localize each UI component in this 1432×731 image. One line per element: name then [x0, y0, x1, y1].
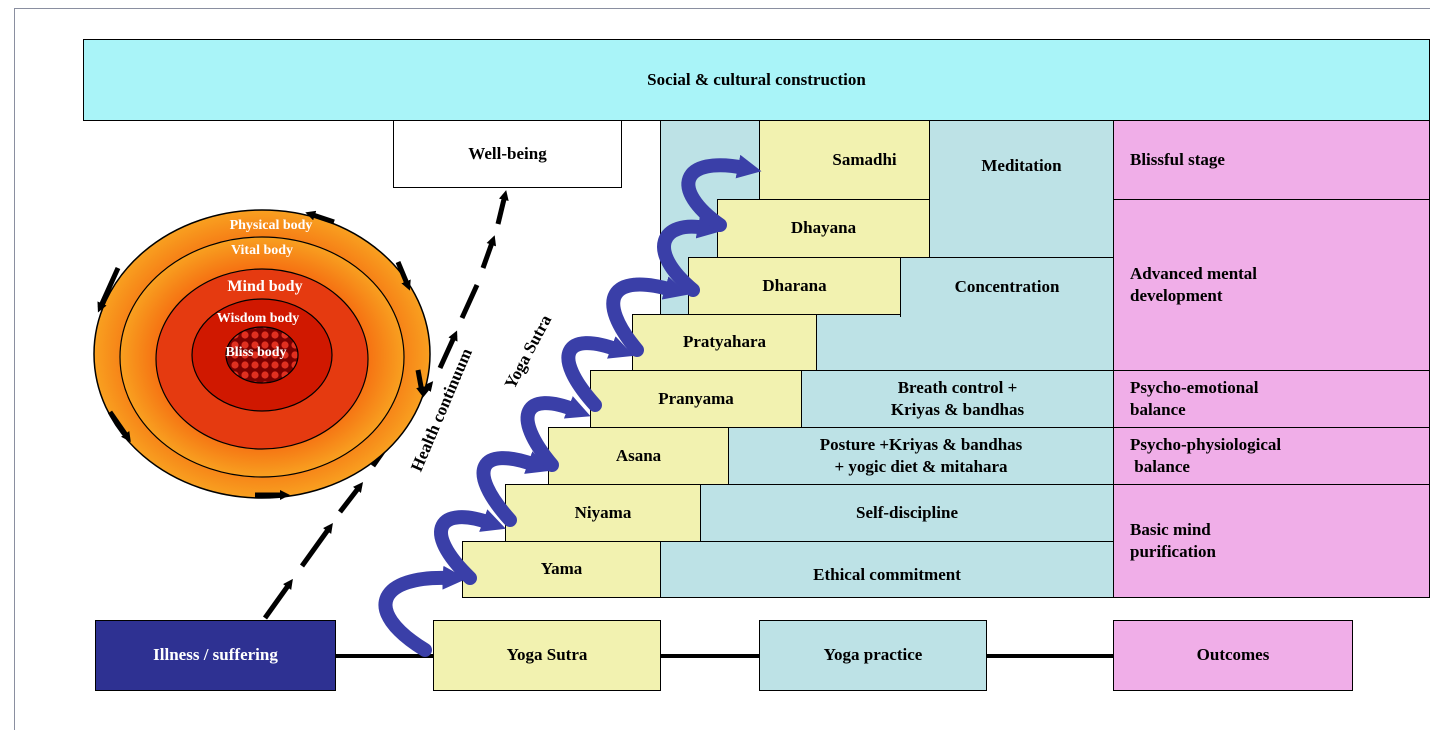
step-dharana: Dharana — [688, 257, 901, 315]
label-physical-body: Physical body — [229, 218, 313, 233]
practice-meditation-label: Meditation — [981, 156, 1062, 175]
practice-self-discipline: Self-discipline — [700, 484, 1114, 542]
step-pranyama-label: Pranyama — [658, 388, 734, 408]
outcome-advanced-line2: development — [1130, 286, 1223, 305]
step-pratyahara-label: Pratyahara — [682, 332, 767, 352]
step-niyama-label: Niyama — [574, 502, 632, 522]
step-asana-label: Asana — [615, 445, 662, 465]
outcome-physio-line2: balance — [1130, 457, 1190, 476]
label-vital-body: Vital body — [230, 243, 294, 258]
illness-box: Illness / suffering — [95, 620, 336, 691]
outcome-basic-line2: purification — [1130, 542, 1216, 561]
orbit-arrows — [97, 210, 427, 500]
practice-ethical-label: Ethical commitment — [813, 565, 961, 585]
practice-breath: Breath control + Kriyas & bandhas — [801, 370, 1114, 428]
outcome-emotional-line2: balance — [1130, 400, 1186, 419]
bottom-yoga-sutra-label: Yoga Sutra — [506, 645, 588, 665]
step-dharana-label: Dharana — [762, 275, 827, 295]
bottom-yoga-practice-label: Yoga practice — [823, 645, 923, 665]
practice-concentration: Concentration — [900, 257, 1114, 317]
step-pranyama: Pranyama — [590, 370, 802, 428]
outcome-blissful-label: Blissful stage — [1130, 149, 1225, 169]
practice-posture-line2: + yogic diet & mitahara — [834, 457, 1008, 476]
bottom-outcomes-label: Outcomes — [1196, 645, 1270, 665]
banner-label: Social & cultural construction — [647, 69, 866, 89]
outcome-psycho-physiological: Psycho-physiological balance — [1113, 427, 1430, 485]
step-yama-label: Yama — [540, 559, 583, 579]
step-yama: Yama — [462, 541, 661, 598]
step-samadhi-label: Samadhi — [832, 149, 897, 169]
practice-concentration-label: Concentration — [954, 277, 1060, 297]
step-pratyahara: Pratyahara — [632, 314, 817, 371]
label-wisdom-body: Wisdom body — [216, 311, 300, 326]
bottom-yoga-practice: Yoga practice — [759, 620, 987, 691]
wellbeing-label: Well-being — [468, 143, 547, 163]
illness-label: Illness / suffering — [153, 645, 278, 665]
step-dhayana: Dhayana — [717, 199, 930, 258]
practice-meditation: Meditation — [929, 120, 1114, 258]
step-dhayana-label: Dhayana — [790, 218, 857, 238]
practice-self-discipline-label: Self-discipline — [855, 502, 958, 522]
outcome-advanced-line1: Advanced mental — [1130, 263, 1258, 283]
practice-ethical: Ethical commitment — [660, 541, 1114, 598]
step-asana: Asana — [548, 427, 729, 485]
step-arrows — [378, 154, 762, 657]
label-mind-body: Mind body — [227, 278, 303, 295]
practice-posture: Posture +Kriyas & bandhas + yogic diet &… — [728, 427, 1114, 485]
outcome-basic-line1: Basic mind — [1130, 519, 1211, 539]
practice-posture-line1: Posture +Kriyas & bandhas — [819, 434, 1023, 454]
practice-breath-line1: Breath control + — [897, 377, 1018, 397]
outcome-basic: Basic mind purification — [1113, 484, 1430, 598]
outcome-emotional-line1: Psycho-emotional — [1130, 377, 1259, 397]
bottom-outcomes: Outcomes — [1113, 620, 1353, 691]
step-niyama: Niyama — [505, 484, 701, 542]
bottom-yoga-sutra: Yoga Sutra — [433, 620, 661, 691]
outcome-physio-line1: Psycho-physiological — [1130, 434, 1282, 454]
label-bliss-body: Bliss body — [225, 345, 287, 360]
outcome-advanced: Advanced mental development — [1113, 199, 1430, 371]
outcome-blissful: Blissful stage — [1113, 120, 1430, 200]
koshas-diagram — [93, 209, 431, 499]
wellbeing-box: Well-being — [393, 120, 622, 188]
practice-breath-line2: Kriyas & bandhas — [890, 400, 1025, 419]
figure-frame — [14, 8, 1430, 730]
